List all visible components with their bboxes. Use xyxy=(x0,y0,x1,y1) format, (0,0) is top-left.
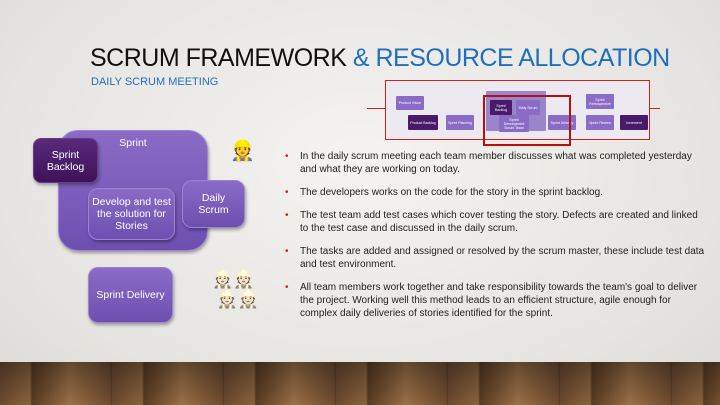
sprint-backlog-label: Sprint Backlog xyxy=(46,148,85,173)
scrum-framework-diagram: Product Vision Product Backlog Sprint Pl… xyxy=(385,80,650,140)
worker-icon: 👷 xyxy=(230,140,255,162)
title-main: SCRUM FRAMEWORK xyxy=(90,44,347,72)
sprint-delivery-box: Sprint Delivery xyxy=(88,267,173,323)
diagram-node: Product Vision xyxy=(396,96,424,110)
diagram-node: Daily Scrum xyxy=(516,100,540,115)
daily-scrum-box: Daily Scrum xyxy=(182,180,245,228)
slide-subtitle: DAILY SCRUM MEETING xyxy=(91,76,219,88)
wood-floor-decoration xyxy=(0,362,720,405)
bullet-item: The developers works on the code for the… xyxy=(285,186,705,199)
develop-label: Develop and test the solution for Storie… xyxy=(92,196,171,232)
daily-scrum-label: Daily Scrum xyxy=(198,192,229,216)
diagram-node: Increment xyxy=(620,115,648,130)
slide-title: SCRUM FRAMEWORK & RESOURCE ALLOCATION xyxy=(90,44,670,73)
bullet-item: The tasks are added and assigned or reso… xyxy=(285,245,705,271)
diagram-node: Sprint Retrospective xyxy=(586,94,614,109)
sprint-label: Sprint xyxy=(119,137,147,149)
bullet-item: In the daily scrum meeting each team mem… xyxy=(285,150,705,176)
bullet-item: The test team add test cases which cover… xyxy=(285,209,705,235)
diagram-node: Product Backlog xyxy=(408,115,438,130)
bullet-item: All team members work together and take … xyxy=(285,281,705,320)
diagram-highlight-box xyxy=(483,95,571,146)
sprint-backlog-box: Sprint Backlog xyxy=(33,138,98,183)
diagram-node: Sprint Backlog xyxy=(490,100,512,115)
title-accent: & RESOURCE ALLOCATION xyxy=(352,44,670,72)
diagram-node: Sprint Review xyxy=(586,115,614,130)
diagram-node: Sprint Development Scrum Team xyxy=(499,115,529,132)
bullet-list: In the daily scrum meeting each team mem… xyxy=(285,150,705,330)
diagram-node: Sprint Planning xyxy=(446,115,474,130)
sprint-delivery-label: Sprint Delivery xyxy=(96,289,165,301)
develop-box: Develop and test the solution for Storie… xyxy=(88,188,175,240)
team-workers-icon: 👷👷 👷👷 xyxy=(212,270,260,309)
